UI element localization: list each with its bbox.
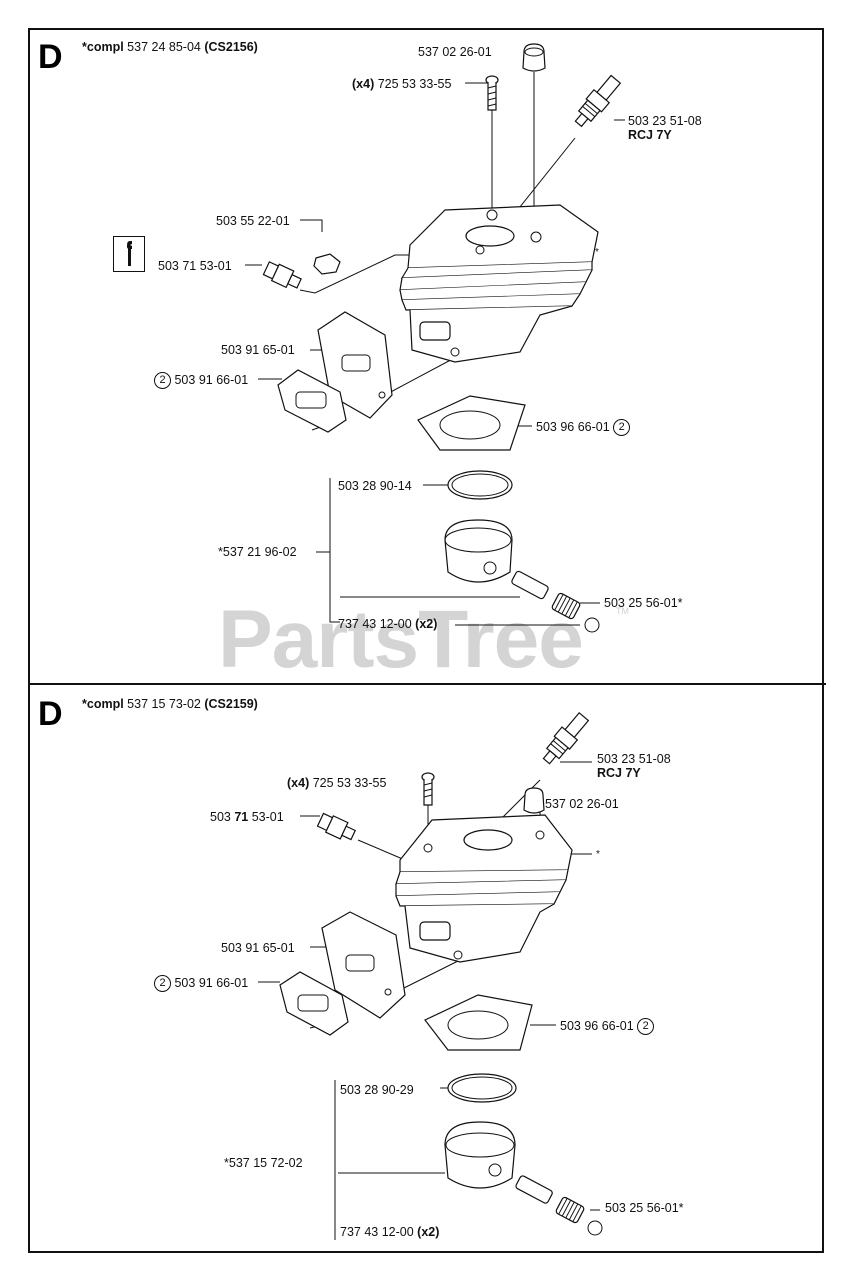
section-2-title-prefix: *compl bbox=[82, 697, 124, 711]
s2-base-gasket-number: 503 96 66-01 bbox=[560, 1018, 634, 1033]
section-1-drawing bbox=[245, 43, 625, 633]
s1-label-screw: (x4) 725 53 33-55 bbox=[352, 77, 451, 91]
s1-label-plug: 503 23 51-08 bbox=[628, 114, 702, 128]
s2-label-screw-number: 725 53 33-55 bbox=[312, 776, 387, 790]
section-2-title: *compl 537 15 73-02 (CS2159) bbox=[82, 697, 258, 711]
s2-label-plate: 503 91 65-01 bbox=[221, 941, 295, 955]
s1-label-screw-number: 725 53 33-55 bbox=[377, 77, 452, 91]
s1-label-nut: 503 55 22-01 bbox=[216, 214, 290, 228]
s2-valve-part-a: 503 bbox=[210, 810, 231, 824]
s1-gasket-number: 503 91 66-01 bbox=[174, 372, 249, 387]
section-1-title-prefix: *compl bbox=[82, 40, 124, 54]
s1-label-gasket: 2 503 91 66-01 bbox=[154, 372, 248, 389]
s2-gasket-number: 503 91 66-01 bbox=[174, 975, 249, 990]
s1-label-piston-assy: *537 21 96-02 bbox=[218, 545, 297, 559]
s1-label-circlip: 737 43 12-00 (x2) bbox=[338, 617, 437, 631]
s2-label-plug: 503 23 51-08 bbox=[597, 752, 671, 766]
s2-label-screw: (x4) 725 53 33-55 bbox=[287, 776, 386, 790]
wrench-icon bbox=[113, 236, 145, 272]
s1-label-plug-type: RCJ 7Y bbox=[628, 128, 672, 142]
s1-circlip-qty: (x2) bbox=[415, 617, 438, 631]
section-2-title-model: (CS2159) bbox=[204, 697, 258, 711]
section-1-title: *compl 537 24 85-04 (CS2156) bbox=[82, 40, 258, 54]
s2-base-gasket-qty-circle: 2 bbox=[637, 1018, 655, 1035]
watermark-trademark: TM bbox=[616, 606, 629, 616]
section-2-drawing bbox=[258, 711, 603, 1240]
s1-label-star: * bbox=[595, 247, 599, 258]
section-1-letter: D bbox=[38, 38, 63, 76]
s1-label-bearing: 503 25 56-01* bbox=[604, 596, 683, 610]
section-2-title-number: 537 15 73-02 bbox=[127, 697, 201, 711]
s1-gasket-qty-circle: 2 bbox=[154, 372, 171, 389]
watermark: PartsTree bbox=[218, 594, 584, 685]
s2-circlip-number: 737 43 12-00 bbox=[340, 1225, 414, 1239]
s2-label-circlip: 737 43 12-00 (x2) bbox=[340, 1225, 439, 1239]
s1-label-valve: 503 71 53-01 bbox=[158, 259, 232, 273]
s2-label-valve: 503 71 53-01 bbox=[210, 810, 284, 824]
s2-label-base-gasket: 503 96 66-01 2 bbox=[560, 1018, 655, 1035]
section-divider bbox=[28, 683, 826, 685]
s2-label-cap: 537 02 26-01 bbox=[545, 797, 619, 811]
section-1-title-model: (CS2156) bbox=[204, 40, 258, 54]
s1-label-ring: 503 28 90-14 bbox=[338, 479, 412, 493]
s1-base-gasket-qty-circle: 2 bbox=[613, 419, 631, 436]
s2-valve-part-b: 71 bbox=[234, 810, 249, 824]
section-2-letter: D bbox=[38, 695, 63, 733]
s2-label-ring: 503 28 90-29 bbox=[340, 1083, 414, 1097]
s2-label-star: * bbox=[596, 849, 600, 860]
s1-label-plate: 503 91 65-01 bbox=[221, 343, 295, 357]
s1-label-screw-qty: (x4) bbox=[352, 77, 375, 91]
s1-base-gasket-number: 503 96 66-01 bbox=[536, 419, 610, 434]
s2-label-screw-qty: (x4) bbox=[287, 776, 310, 790]
s2-label-bearing: 503 25 56-01* bbox=[605, 1201, 684, 1215]
s2-gasket-qty-circle: 2 bbox=[154, 975, 171, 992]
s1-circlip-number: 737 43 12-00 bbox=[338, 617, 412, 631]
s1-label-cap: 537 02 26-01 bbox=[418, 45, 492, 59]
s2-valve-part-c: 53-01 bbox=[251, 810, 284, 824]
s2-label-gasket: 2 503 91 66-01 bbox=[154, 975, 248, 992]
outer-frame bbox=[28, 28, 824, 1253]
section-1-title-number: 537 24 85-04 bbox=[127, 40, 201, 54]
s2-label-piston-assy: *537 15 72-02 bbox=[224, 1156, 303, 1170]
s2-circlip-qty: (x2) bbox=[417, 1225, 440, 1239]
s1-label-base-gasket: 503 96 66-01 2 bbox=[536, 419, 631, 436]
s2-label-plug-type: RCJ 7Y bbox=[597, 766, 641, 780]
